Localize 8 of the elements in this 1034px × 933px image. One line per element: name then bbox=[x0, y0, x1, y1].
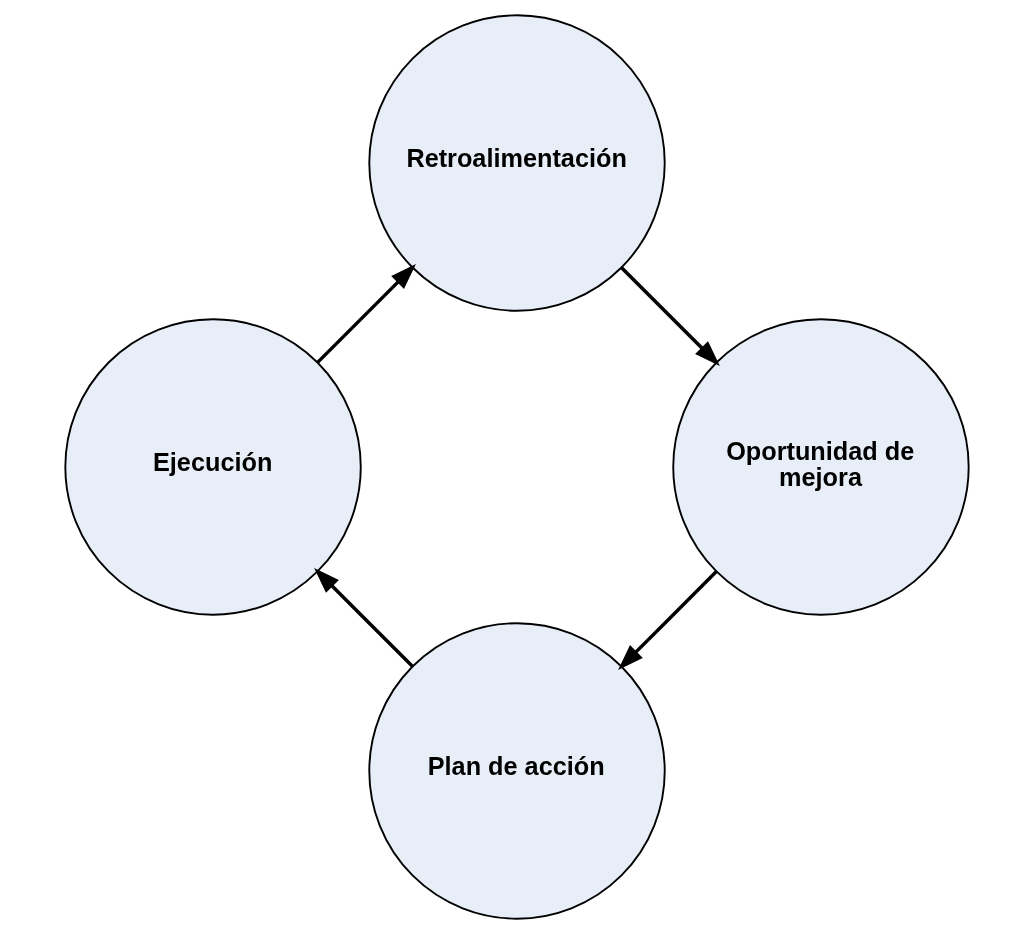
node-circle: Plan de acción bbox=[368, 621, 666, 920]
arrow bbox=[314, 567, 414, 668]
arrow bbox=[620, 265, 720, 366]
node-circle: Ejecución bbox=[64, 317, 362, 616]
arrow bbox=[316, 263, 416, 364]
node-circle: Oportunidad de mejora bbox=[672, 317, 970, 616]
node-circle: Retroalimentación bbox=[368, 13, 666, 312]
arrow bbox=[618, 569, 718, 670]
